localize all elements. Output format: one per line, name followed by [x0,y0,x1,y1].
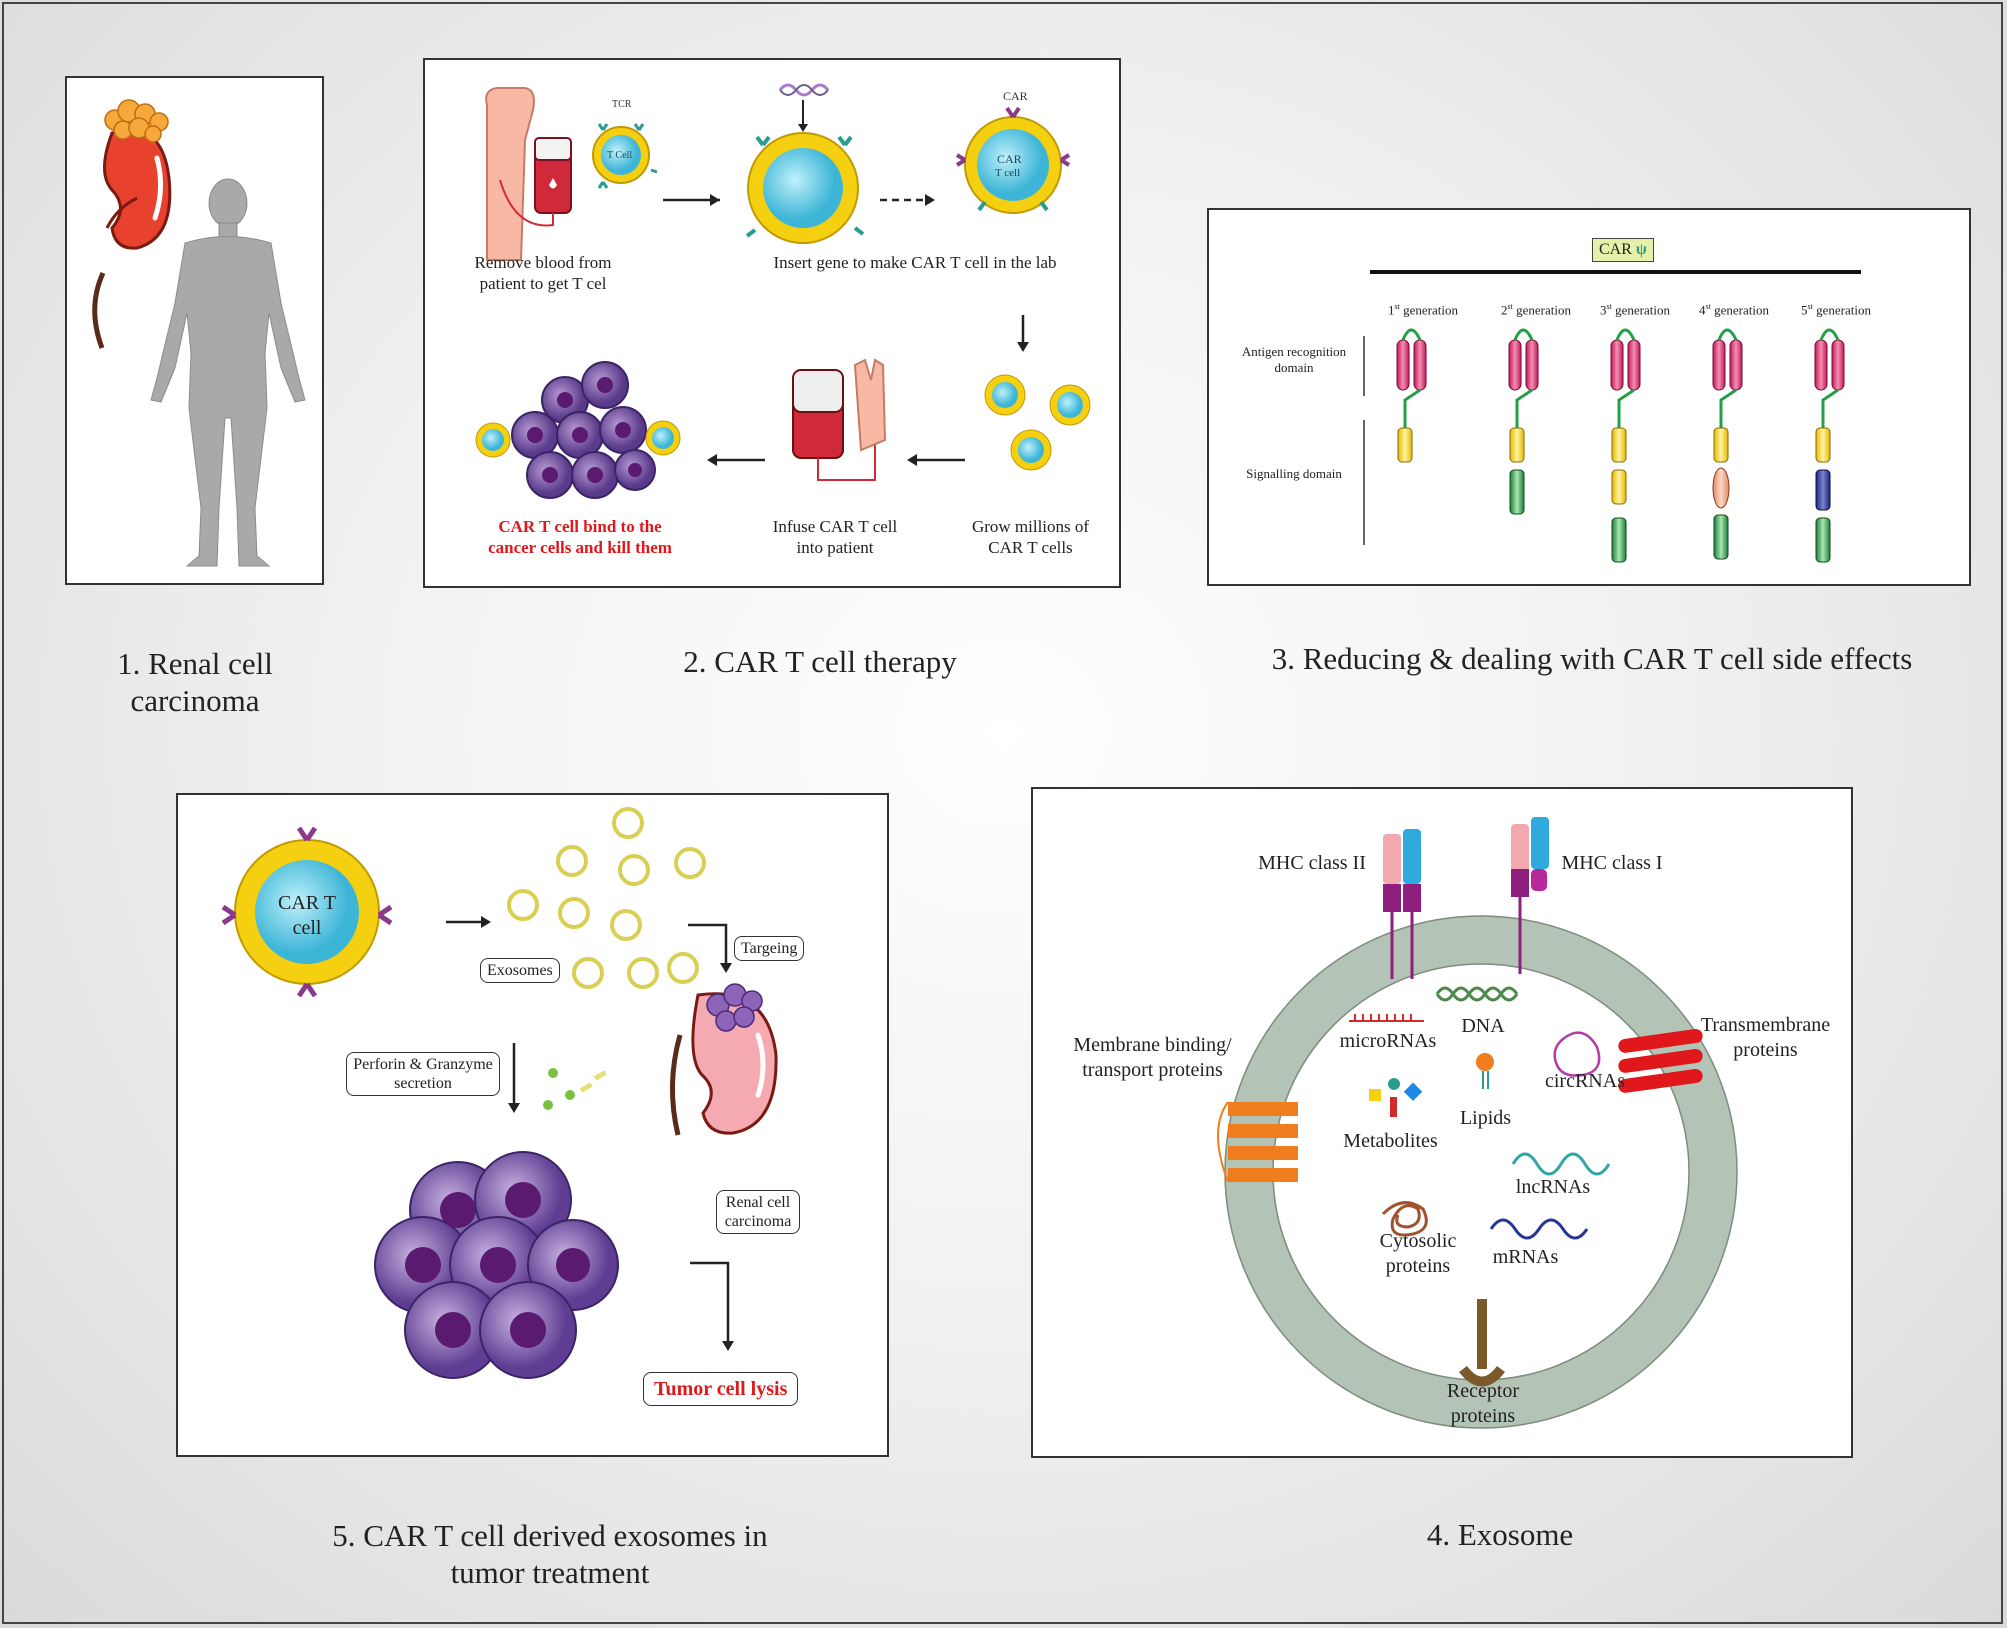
tcr-label: TCR [612,99,632,110]
lncrna-label: lncRNAs [1515,1176,1591,1198]
t-cell: TCR T Cell [592,99,658,189]
membrane-binding-protein [1217,1101,1298,1183]
human-body-silhouette [150,178,306,567]
mhc-class-ii-label: MHC class II [1258,852,1366,874]
dna-label: DNA [1461,1015,1505,1037]
receptor-label: Receptor proteins [1446,1380,1520,1427]
lncrna-icon [1511,1152,1611,1176]
caption-renal-carcinoma: 1. Renal cell carcinoma [117,646,273,718]
car-t-cell: CAR CAR T cell [955,89,1071,214]
gen4-construct [1712,328,1743,560]
caption-exosome-treatment: 5. CAR T cell derived exosomes in tumor … [332,1518,768,1590]
car-legend: CAR ψ [1592,238,1654,262]
antigen-domain-label: Antigen recognition domain [1241,344,1347,375]
step-remove-blood: Remove blood from patient to get T cel [474,253,612,293]
metabolites-label: Metabolites [1343,1130,1438,1152]
targeting-label: Targeing [734,936,805,961]
step-grow-cells: Grow millions of CAR T cells [971,517,1090,557]
generation-label-3: 3st generation [1600,302,1670,318]
exosome-vesicles [507,807,706,989]
exosome-illustration [1217,817,1738,1429]
car-receptor-icon: ψ [1635,241,1647,258]
generations-divider [1370,270,1861,274]
gen3-construct [1610,328,1641,563]
caption-car-t-therapy: 2. CAR T cell therapy [683,644,957,679]
exosomes-label: Exosomes [480,958,560,983]
t-cell-label: T Cell [607,150,632,161]
generation-label-5: 5st generation [1801,302,1871,318]
metabolites-icon [1369,1078,1423,1117]
signalling-domain-label: Signalling domain [1246,466,1342,481]
mhc-class-i [1511,817,1549,974]
renal-carcinoma-panel [65,76,324,585]
gen2-construct [1508,328,1539,515]
caption-side-effects: 3. Reducing & dealing with CAR T cell si… [1271,641,1913,676]
lipid-icon [1476,1053,1494,1089]
membrane-binding-label: Membrane binding/ transport proteins [1073,1034,1232,1081]
tumor-lysis-label: Tumor cell lysis [643,1372,799,1406]
car-generation-constructs [1363,328,1845,563]
car-t-cell-label: CAR [997,152,1022,166]
step-infuse: Infuse CAR T cell into patient [772,517,898,557]
grown-car-t-cells [984,374,1091,471]
renal-label: Renal cell carcinoma [716,1190,800,1234]
dna-icon [1435,986,1519,1002]
transmembrane-label: Transmembrane proteins [1700,1014,1831,1061]
car-t-cell-large [221,826,393,998]
perforin-granules [543,1068,607,1110]
car-t-cell-label-2: T cell [995,167,1020,179]
microrna-icon [1349,1014,1424,1022]
car-generations-panel: CAR ψ 1st generation 2st generation 3st … [1207,208,1971,586]
exosome-treatment-panel: CAR T cell Exosomes Targeing Perforin & … [176,793,889,1457]
car-t-cell-label-large: CAR T cell [278,892,336,939]
caption-exosome: 4. Exosome [1426,1517,1574,1552]
perforin-label: Perforin & Granzyme secretion [346,1052,500,1096]
mrna-label: mRNAs [1492,1246,1559,1268]
receptor-protein [1459,1299,1505,1387]
car-t-therapy-panel: TCR T Cell CAR CA [423,58,1121,588]
mrna-icon [1489,1218,1589,1240]
kidney-with-tumor [92,99,172,349]
step-bind-and-kill: CAR T cell bind to the cancer cells and … [488,517,672,557]
gen1-construct [1396,328,1427,463]
cytosolic-protein-icon [1381,1201,1428,1237]
transmembrane-protein [1618,1028,1703,1093]
circrna-icon [1553,1031,1601,1077]
step-insert-gene: Insert gene to make CAR T cell in the la… [773,253,1057,272]
cytosolic-label: Cytosolic proteins [1379,1230,1457,1277]
generation-label-1: 1st generation [1388,302,1458,318]
generation-label-2: 2st generation [1501,302,1571,318]
car-t-therapy-illustration: TCR T Cell CAR CA [475,83,1091,499]
lipids-label: Lipids [1459,1107,1512,1129]
gene-insertion-cell [745,83,865,244]
blood-draw-arm [485,87,572,261]
attacking-car-t-cells [475,420,681,458]
exosome-panel: MHC class II MHC class I Membrane bindin… [1031,787,1853,1458]
gen5-construct [1814,328,1845,563]
mhc-class-ii [1383,829,1421,979]
mhc-class-i-label: MHC class I [1561,852,1663,874]
car-label: CAR [1003,89,1028,103]
circrna-label: circRNAs [1545,1070,1625,1092]
microrna-label: microRNAs [1339,1030,1437,1052]
renal-kidney-tumor [669,983,778,1136]
car-legend-label: CAR [1599,241,1632,258]
renal-carcinoma-illustration [92,99,306,567]
exosome-treatment-illustration [221,807,778,1379]
infusion-bag-hand [792,358,887,481]
generation-label-4: 4st generation [1699,302,1769,318]
